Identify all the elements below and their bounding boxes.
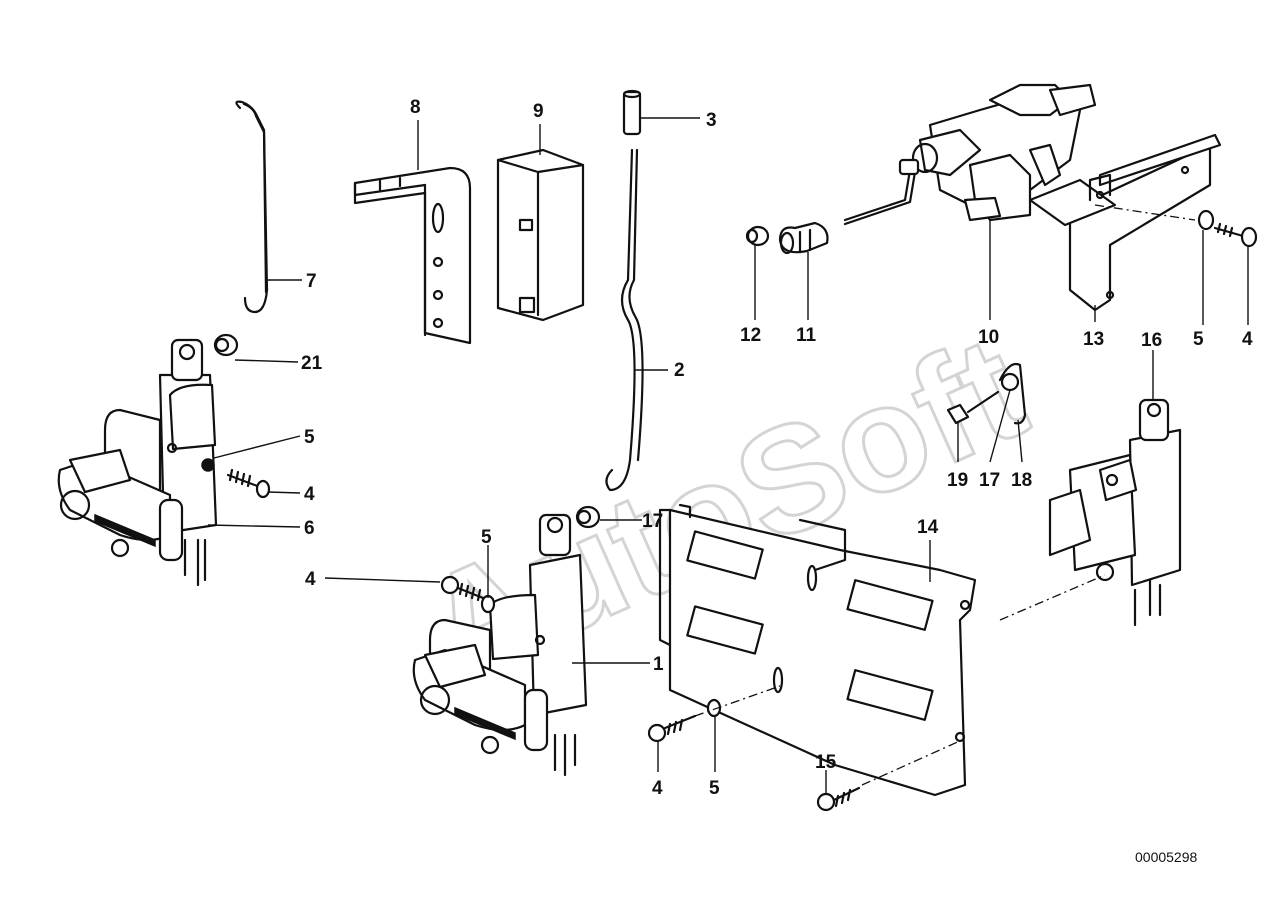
part-13-bracket [1028, 133, 1222, 312]
part-14-mounting-plate [658, 503, 977, 797]
part-15-screw [816, 786, 861, 812]
part-4-screw-left [226, 468, 271, 499]
part-7-rod [235, 100, 269, 314]
part-6-actuator [57, 338, 218, 587]
callout-5: 5 [304, 427, 315, 448]
callout-17: 17 [979, 470, 1000, 491]
part-10-lock-motor [843, 83, 1097, 226]
assembly-line-top-right [1094, 204, 1196, 221]
part-4-screw-center [440, 575, 490, 602]
part-4-screw-top-right [1213, 222, 1258, 248]
assembly-line-bottom-center [694, 685, 781, 717]
part-5-washer-bottom [706, 698, 722, 718]
callout-15: 15 [815, 752, 837, 773]
callout-4: 4 [304, 484, 315, 505]
callout-14: 14 [917, 517, 939, 538]
callout-3: 3 [706, 110, 717, 131]
callout-6: 6 [304, 518, 315, 539]
callout-2: 2 [674, 360, 685, 381]
leader-lines [207, 117, 1249, 794]
callout-5: 5 [1193, 329, 1204, 350]
document-number: 00005298 [1135, 849, 1198, 865]
part-4-screw-bottom [647, 714, 697, 743]
part-2-rod [605, 148, 644, 492]
part-1-actuator [412, 513, 588, 777]
callout-7: 7 [306, 271, 317, 292]
assembly-line-right [999, 574, 1106, 621]
callout-19: 19 [947, 470, 968, 491]
part-9-control-module [496, 148, 585, 322]
callouts: 7 21 5 4 6 8 9 3 2 17 5 4 1 14 4 5 15 12… [301, 97, 1253, 799]
part-5-washer-top-right [1197, 209, 1215, 231]
callout-4: 4 [1242, 329, 1253, 350]
callout-4: 4 [305, 569, 316, 590]
part-11-connector [778, 221, 829, 255]
callout-9: 9 [533, 101, 544, 122]
callout-4: 4 [652, 778, 663, 799]
part-18-wire-loop [998, 362, 1027, 425]
callout-8: 8 [410, 97, 421, 118]
callout-21: 21 [301, 353, 323, 374]
callout-17: 17 [642, 511, 663, 532]
callout-5: 5 [481, 527, 492, 548]
part-16-actuator [1048, 398, 1182, 627]
callout-1: 1 [653, 654, 664, 675]
callout-12: 12 [740, 325, 761, 346]
part-3-sleeve [622, 89, 642, 136]
part-17-clip-right [1000, 372, 1020, 392]
part-5-washer-center [480, 594, 496, 614]
callout-16: 16 [1141, 330, 1162, 351]
part-12-cap [745, 225, 770, 247]
callout-10: 10 [978, 327, 999, 348]
callout-11: 11 [796, 325, 817, 346]
callout-5: 5 [709, 778, 720, 799]
callout-18: 18 [1011, 470, 1032, 491]
part-21-grommet [213, 333, 239, 357]
part-19-bulb-socket [946, 390, 1000, 425]
part-17-clip [575, 505, 601, 529]
part-8-bracket [353, 166, 472, 345]
callout-13: 13 [1083, 329, 1104, 350]
